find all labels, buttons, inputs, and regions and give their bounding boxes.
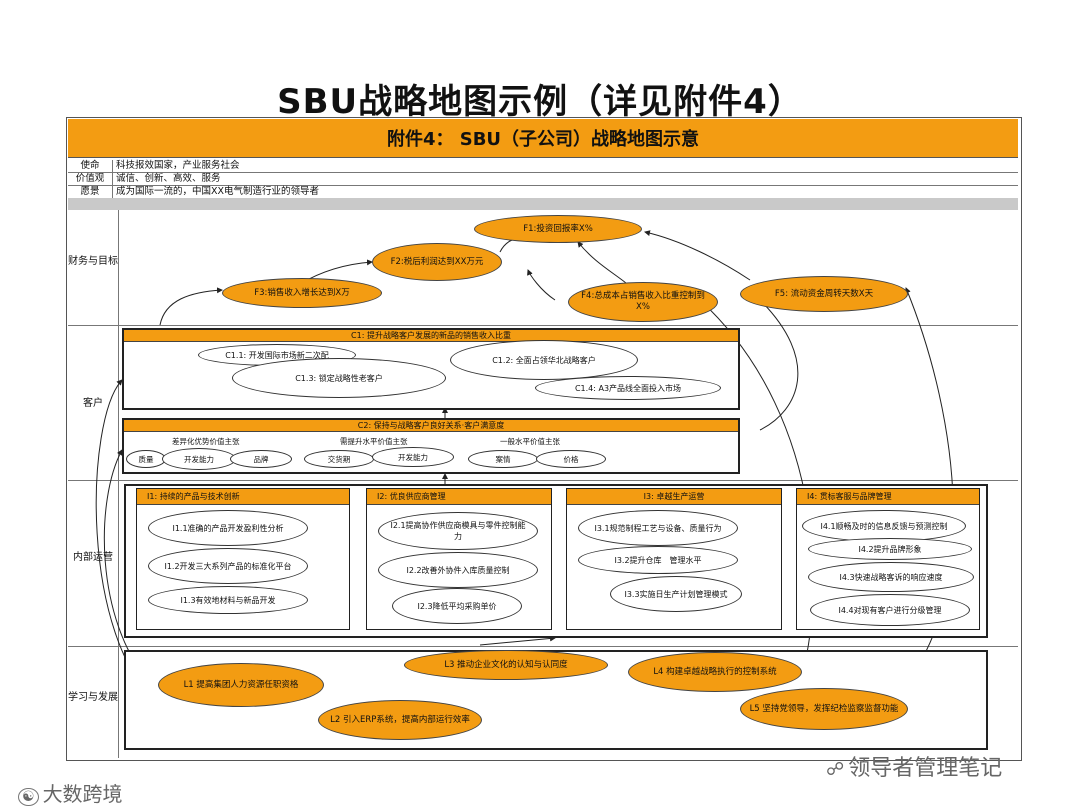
- objective-l4: L4 构建卓越战略执行的控制系统: [628, 652, 802, 692]
- value-prop: 开发能力: [162, 448, 236, 470]
- annex-title: 附件4： SBU（子公司）战略地图示意: [68, 119, 1018, 158]
- objective-l3: L3 推动企业文化的认知与认同度: [404, 650, 608, 680]
- objective-i22: I2.2改善外协件入库质量控制: [378, 552, 538, 588]
- objective-i41: I4.1顺畅及时的信息反馈与预测控制: [802, 510, 966, 542]
- value-group-1: 差异化优势价值主张: [172, 437, 240, 446]
- internal-i2-bar: I2: 优良供应商管理: [367, 489, 551, 505]
- objective-c13: C1.3: 锁定战略性老客户: [232, 358, 446, 398]
- value-prop: 交货期: [304, 450, 374, 468]
- values-row: 价值观 诚信、创新、高效、服务: [68, 173, 1018, 186]
- watermark-left: ☯大数跨境: [18, 778, 123, 807]
- objective-f2: F2:税后利润达到XX万元: [372, 243, 502, 281]
- objective-i23: I2.3降低平均采购单价: [392, 588, 522, 624]
- objective-i21: I2.1提高协作供应商模具与零件控制能力: [378, 512, 538, 550]
- objective-c12: C1.2: 全面占领华北战略客户: [450, 340, 638, 380]
- internal-i3-bar: I3: 卓越生产运营: [567, 489, 781, 505]
- mission-row: 使命 科技报效国家，产业服务社会: [68, 160, 1018, 173]
- row-divider-2: [68, 480, 1018, 481]
- wechat-icon: ☍: [826, 759, 845, 780]
- values-key: 价值观: [68, 173, 113, 185]
- objective-i43: I4.3快速战略客诉的响应速度: [808, 562, 974, 592]
- objective-f4: F4:总成本占销售收入比重控制到X%: [568, 282, 718, 322]
- value-prop: 案情: [468, 450, 538, 468]
- perspective-internal: 内部运营: [73, 552, 113, 563]
- value-prop: 价格: [536, 450, 606, 468]
- grey-band: [68, 198, 1018, 210]
- vision-value: 成为国际一流的，中国XX电气制造行业的领导者: [116, 186, 320, 197]
- page-title: SBU战略地图示例（详见附件4）: [277, 82, 803, 122]
- row-divider-3: [68, 646, 1018, 647]
- watermark-logo-icon: ☯: [18, 788, 39, 806]
- objective-i12: I1.2开发三大系列产品的标准化平台: [148, 548, 308, 584]
- perspective-customer: 客户: [83, 398, 103, 409]
- objective-i13: I1.3有效地材料与新品开发: [148, 586, 308, 614]
- internal-i4-bar: I4: 贯标客服与品牌管理: [797, 489, 979, 505]
- value-prop: 开发能力: [372, 447, 454, 467]
- watermark-right-text: 领导者管理笔记: [848, 756, 1003, 781]
- mission-value: 科技报效国家，产业服务社会: [116, 160, 240, 171]
- value-group-3: 一般水平价值主张: [500, 437, 560, 446]
- internal-i1-bar: I1: 持续的产品与技术创新: [137, 489, 349, 505]
- perspective-finance: 财务与目标: [68, 256, 118, 267]
- value-prop: 品牌: [230, 450, 292, 468]
- objective-f5: F5: 流动资金周转天数X天: [740, 276, 908, 312]
- objective-i11: I1.1准确的产品开发盈利性分析: [148, 510, 308, 546]
- objective-i32: I3.2提升仓库 管理水平: [578, 546, 738, 574]
- objective-l5: L5 坚持党领导，发挥纪检监察监督功能: [740, 688, 908, 730]
- objective-l2: L2 引入ERP系统，提高内部运行效率: [318, 700, 482, 740]
- objective-f3: F3:销售收入增长达到X万: [222, 278, 382, 308]
- objective-c14: C1.4: A3产品线全面投入市场: [535, 376, 721, 400]
- objective-l1: L1 提高集团人力资源任职资格: [158, 663, 324, 707]
- perspective-divider: [118, 210, 119, 758]
- vision-key: 愿景: [68, 186, 113, 198]
- values-value: 诚信、创新、高效、服务: [116, 173, 221, 184]
- objective-i33: I3.3实施日生产计划管理模式: [610, 576, 742, 612]
- objective-i42: I4.2提升品牌形象: [808, 538, 972, 560]
- customer-c1-bar: C1: 提升战略客户发展的新品的销售收入比重: [124, 330, 738, 342]
- value-group-2: 需提升水平价值主张: [340, 437, 408, 446]
- watermark-left-text: 大数跨境: [42, 782, 123, 806]
- objective-i44: I4.4对现有客户进行分级管理: [810, 594, 970, 626]
- watermark-right: ☍领导者管理笔记: [826, 750, 1002, 782]
- value-prop: 质量: [126, 450, 166, 468]
- row-divider-1: [68, 325, 1018, 326]
- mission-key: 使命: [68, 160, 113, 172]
- perspective-learning: 学习与发展: [68, 692, 118, 703]
- objective-i31: I3.1规范制程工艺与设备、质量行为: [578, 510, 738, 546]
- customer-c2-bar: C2: 保持与战略客户良好关系·客户满意度: [124, 420, 738, 432]
- objective-f1: F1:投资回报率X%: [474, 215, 642, 243]
